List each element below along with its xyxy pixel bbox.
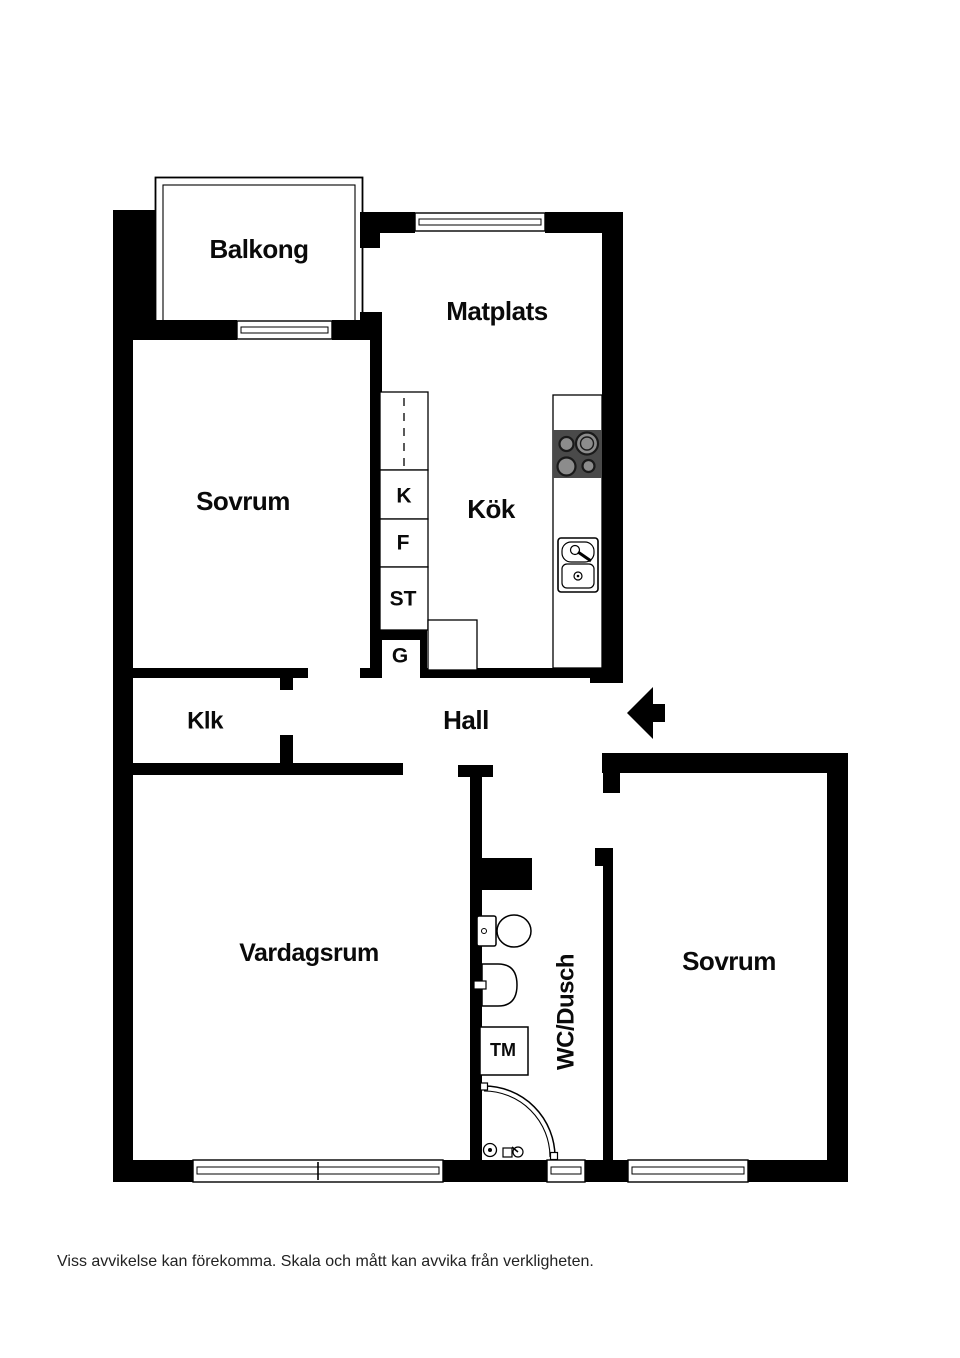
shower-door-hinge	[479, 1082, 489, 1091]
wall-klk-bottom-jamb	[280, 735, 293, 763]
walls	[113, 210, 848, 1182]
stove-icon	[553, 430, 602, 478]
wall-bottom-seg1	[113, 1160, 193, 1182]
wall-kitchen-bottom-stub	[360, 668, 372, 678]
wall-left-outer	[113, 210, 133, 1182]
window-wc	[546, 1159, 586, 1183]
labels: Balkong Matplats Sovrum Kök Klk Hall Var…	[187, 234, 776, 1070]
wall-balcony-left-pier	[133, 210, 155, 340]
label-stad: ST	[390, 588, 417, 611]
sink-tap-lever	[577, 550, 592, 563]
wall-wc-flag	[595, 848, 603, 866]
wall-vardagsrum-wc	[470, 777, 482, 1160]
label-balkong: Balkong	[209, 234, 308, 264]
label-vardagsrum: Vardagsrum	[239, 939, 379, 967]
window-glass	[631, 1166, 745, 1175]
wall-bottom-seg4	[748, 1160, 848, 1182]
wall-wc-sovrum-divider	[603, 848, 613, 1160]
toilet-icon	[476, 914, 532, 948]
burner	[581, 458, 596, 474]
wall-right-lower	[827, 773, 848, 1182]
shower-drain-dot	[488, 1148, 492, 1152]
wall-top-right-of-balcony	[360, 212, 415, 233]
wall-garderob-right-jamb	[420, 640, 427, 678]
washbasin-icon	[473, 963, 518, 1007]
kitchen-sink-icon	[557, 537, 599, 593]
window-glass	[550, 1166, 582, 1175]
wall-sovrum-top-left	[133, 320, 237, 340]
kitchen-corner-cabinet	[427, 619, 478, 671]
cabinet-kyl	[379, 469, 429, 520]
wall-sovrum-top-right	[332, 320, 363, 340]
window-sovrum-top	[236, 320, 333, 340]
cabinet-stad	[379, 566, 429, 631]
sink-drain-dot	[576, 574, 580, 578]
window-glass	[418, 218, 542, 226]
shower-hose	[511, 1146, 519, 1153]
label-wc-dusch: WC/Dusch	[553, 954, 580, 1070]
wall-sovrum-right-door-jamb	[603, 773, 620, 793]
wall-bottom-seg2	[443, 1160, 547, 1182]
burner	[556, 456, 577, 477]
wall-sovrum-kitchen-divider	[370, 312, 382, 632]
balcony	[154, 176, 364, 323]
balcony-outer-frame	[154, 176, 364, 323]
wall-klk-top-jamb	[280, 678, 293, 690]
wall-sovrum-left-bottom	[133, 668, 308, 678]
wall-bottom-seg3	[585, 1160, 628, 1182]
burner-inner-ring	[579, 436, 595, 451]
wall-kitchen-bottom	[427, 668, 602, 678]
wall-garderob-top	[370, 630, 427, 640]
wall-klk-bottom	[113, 763, 403, 775]
label-matplats: Matplats	[446, 296, 548, 326]
wall-wc-shaft	[482, 858, 532, 890]
disclaimer-text: Viss avvikelse kan förekomma. Skala och …	[57, 1252, 594, 1270]
shower-door-outer-arc	[483, 1085, 556, 1158]
wall-garderob-left-jamb	[370, 640, 382, 678]
bathroom-fixtures	[473, 914, 559, 1161]
shower-mixer	[502, 1147, 513, 1158]
label-klk: Klk	[187, 708, 224, 735]
shower-door-inner-arc	[483, 1090, 551, 1158]
toilet-bowl	[496, 914, 532, 948]
burner	[558, 435, 575, 453]
label-frys: F	[397, 532, 410, 555]
sink-tap	[569, 544, 581, 556]
wall-sovrum-right-top	[602, 753, 848, 773]
burner	[574, 431, 600, 456]
label-kok: Kök	[467, 494, 516, 524]
window-matplats	[414, 212, 546, 232]
window-glass	[240, 326, 329, 334]
kitchen-fixtures	[379, 391, 603, 671]
window-sovrum-bottom	[627, 1159, 749, 1183]
entrance-arrow-icon	[627, 687, 665, 739]
washbasin-bowl	[481, 963, 518, 1007]
label-garderob: G	[392, 645, 408, 668]
cabinet-frys	[379, 518, 429, 568]
shower-door-handle	[549, 1151, 559, 1161]
toilet-button	[481, 928, 487, 934]
label-kyl: K	[396, 485, 411, 508]
windows	[192, 212, 749, 1183]
shower-icon	[479, 1082, 559, 1161]
label-tvattmaskin: TM	[490, 1040, 516, 1060]
washbasin-tap	[473, 980, 487, 990]
wall-hall-t-cap	[458, 765, 493, 777]
washing-machine-icon	[479, 1026, 529, 1076]
wall-balcony-door-upper-jamb	[360, 233, 380, 248]
wall-right-upper	[602, 212, 623, 683]
label-sovrum-right: Sovrum	[682, 946, 776, 976]
window-vardagsrum	[192, 1159, 444, 1183]
label-sovrum-left: Sovrum	[196, 486, 290, 516]
washing-machine-body	[479, 1026, 529, 1076]
label-hall: Hall	[443, 705, 489, 735]
